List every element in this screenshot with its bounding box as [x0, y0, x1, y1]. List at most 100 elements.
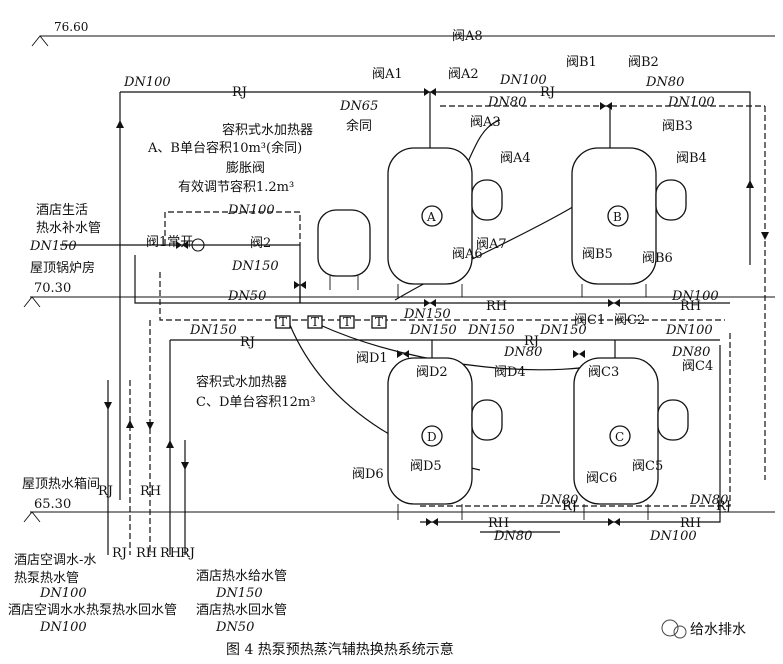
svg-text:阀C2: 阀C2 [614, 313, 645, 328]
svg-text:DN80: DN80 [671, 345, 710, 360]
svg-text:屋顶锅炉房: 屋顶锅炉房 [30, 260, 95, 276]
svg-text:DN100: DN100 [649, 529, 697, 544]
svg-text:阀A1: 阀A1 [372, 67, 403, 82]
svg-text:阀D5: 阀D5 [410, 459, 442, 474]
svg-text:阀B2: 阀B2 [628, 55, 659, 70]
svg-text:阀C1: 阀C1 [574, 313, 605, 328]
svg-text:RH: RH [136, 546, 157, 561]
svg-text:DN150: DN150 [29, 239, 77, 254]
svg-text:C: C [615, 430, 624, 444]
tank-b: B [571, 147, 687, 297]
svg-text:DN50: DN50 [215, 620, 254, 635]
svg-text:DN100: DN100 [39, 586, 87, 601]
svg-text:65.30: 65.30 [34, 497, 71, 512]
svg-text:DN100: DN100 [671, 289, 719, 304]
svg-text:酒店热水回水管: 酒店热水回水管 [196, 603, 287, 618]
svg-text:DN100: DN100 [227, 203, 275, 218]
svg-text:阀A6: 阀A6 [452, 247, 483, 262]
svg-text:RH: RH [486, 299, 507, 314]
elevation-hot-tank-room: 65.30 [23, 497, 775, 523]
svg-text:RJ: RJ [98, 484, 113, 499]
svg-text:B: B [613, 210, 622, 224]
svg-text:阀C4: 阀C4 [682, 359, 713, 374]
svg-text:阀C6: 阀C6 [586, 471, 617, 486]
svg-text:DN80: DN80 [493, 529, 532, 544]
svg-text:容积式水加热器: 容积式水加热器 [222, 122, 313, 138]
svg-text:DN150: DN150 [403, 307, 451, 322]
svg-text:酒店热水给水管: 酒店热水给水管 [196, 569, 287, 584]
valve-labels: 阀A1 阀A2 阀A8 阀A3 阀A4 阀A6 阀A7 阀B1 阀B2 阀B3 … [146, 29, 713, 486]
svg-text:酒店生活: 酒店生活 [36, 203, 88, 218]
svg-text:热水补水管: 热水补水管 [36, 221, 101, 236]
svg-text:DN65: DN65 [339, 99, 378, 114]
svg-text:DN100: DN100 [667, 95, 715, 110]
svg-text:RH: RH [488, 516, 509, 531]
svg-text:DN80: DN80 [539, 493, 578, 508]
svg-text:RJ: RJ [240, 335, 255, 350]
svg-text:DN150: DN150 [539, 323, 587, 338]
svg-text:阀D6: 阀D6 [352, 467, 384, 482]
svg-text:阀A4: 阀A4 [500, 151, 531, 166]
svg-text:DN80: DN80 [689, 493, 728, 508]
valve-icons [176, 88, 620, 526]
svg-text:阀D1: 阀D1 [356, 351, 388, 366]
svg-text:屋顶热水箱间: 屋顶热水箱间 [22, 476, 100, 492]
svg-text:给水排水: 给水排水 [690, 622, 746, 638]
svg-text:T: T [279, 315, 287, 329]
svg-text:膨胀阀: 膨胀阀 [226, 161, 265, 176]
svg-text:T: T [375, 315, 383, 329]
svg-text:阀B4: 阀B4 [676, 151, 707, 166]
svg-text:76.60: 76.60 [54, 20, 88, 34]
pipe-code-labels: RJ RH RH RJ RH RH RJ RJ RJ RH RJ RH RH R… [98, 299, 731, 561]
svg-text:T: T [311, 315, 319, 329]
svg-text:RJ: RJ [524, 334, 539, 349]
svg-text:DN150: DN150 [467, 323, 515, 338]
svg-text:RJ: RJ [562, 499, 577, 514]
expansion-vessel [317, 209, 371, 290]
svg-text:RJ: RJ [540, 85, 555, 100]
svg-text:阀A3: 阀A3 [470, 115, 501, 130]
svg-text:阀C3: 阀C3 [588, 365, 619, 380]
svg-text:RH: RH [140, 484, 161, 499]
svg-text:阀A7: 阀A7 [476, 237, 507, 252]
svg-text:阀A8: 阀A8 [452, 29, 483, 44]
svg-text:70.30: 70.30 [34, 281, 71, 296]
elevation-top: 76.60 [31, 20, 775, 47]
svg-text:RJ: RJ [180, 546, 195, 561]
svg-text:DN80: DN80 [503, 345, 542, 360]
svg-text:RJ: RJ [232, 85, 247, 100]
svg-text:DN100: DN100 [123, 75, 171, 90]
svg-text:DN50: DN50 [227, 289, 266, 304]
svg-text:DN80: DN80 [645, 75, 684, 90]
svg-text:DN100: DN100 [39, 620, 87, 635]
svg-text:DN150: DN150 [189, 323, 237, 338]
svg-text:RH: RH [160, 546, 181, 561]
svg-text:DN150: DN150 [409, 323, 457, 338]
svg-text:DN100: DN100 [665, 323, 713, 338]
svg-text:有效调节容积1.2m³: 有效调节容积1.2m³ [178, 179, 294, 195]
svg-text:DN100: DN100 [499, 73, 547, 88]
svg-text:RH: RH [680, 516, 701, 531]
temperature-sensors: T T T T [275, 315, 387, 329]
size-labels: DN100 DN100 DN80 DN80 DN100 DN65 DN100 D… [29, 73, 728, 635]
svg-text:阀B6: 阀B6 [642, 251, 673, 266]
svg-text:C、D单台容积12m³: C、D单台容积12m³ [196, 394, 315, 410]
elevation-boiler-room: 70.30 [23, 281, 775, 308]
svg-text:阀B1: 阀B1 [566, 55, 597, 70]
svg-text:余同: 余同 [346, 118, 372, 134]
figure-caption: 图 4 热泵预热蒸汽辅热换热系统示意 [226, 641, 454, 658]
svg-text:阀D4: 阀D4 [494, 365, 526, 380]
svg-text:DN150: DN150 [215, 586, 263, 601]
svg-text:RJ: RJ [716, 499, 731, 514]
svg-text:阀2: 阀2 [250, 236, 271, 251]
tank-c: C [573, 357, 689, 520]
svg-text:阀1常开: 阀1常开 [146, 235, 193, 250]
svg-text:A、B单台容积10m³(余同): A、B单台容积10m³(余同) [147, 140, 302, 156]
svg-text:阀A2: 阀A2 [448, 67, 479, 82]
svg-text:A: A [426, 210, 436, 224]
svg-text:容积式水加热器: 容积式水加热器 [196, 374, 287, 390]
tank-a: A [387, 147, 503, 297]
svg-text:RH: RH [680, 299, 701, 314]
svg-text:T: T [343, 315, 351, 329]
